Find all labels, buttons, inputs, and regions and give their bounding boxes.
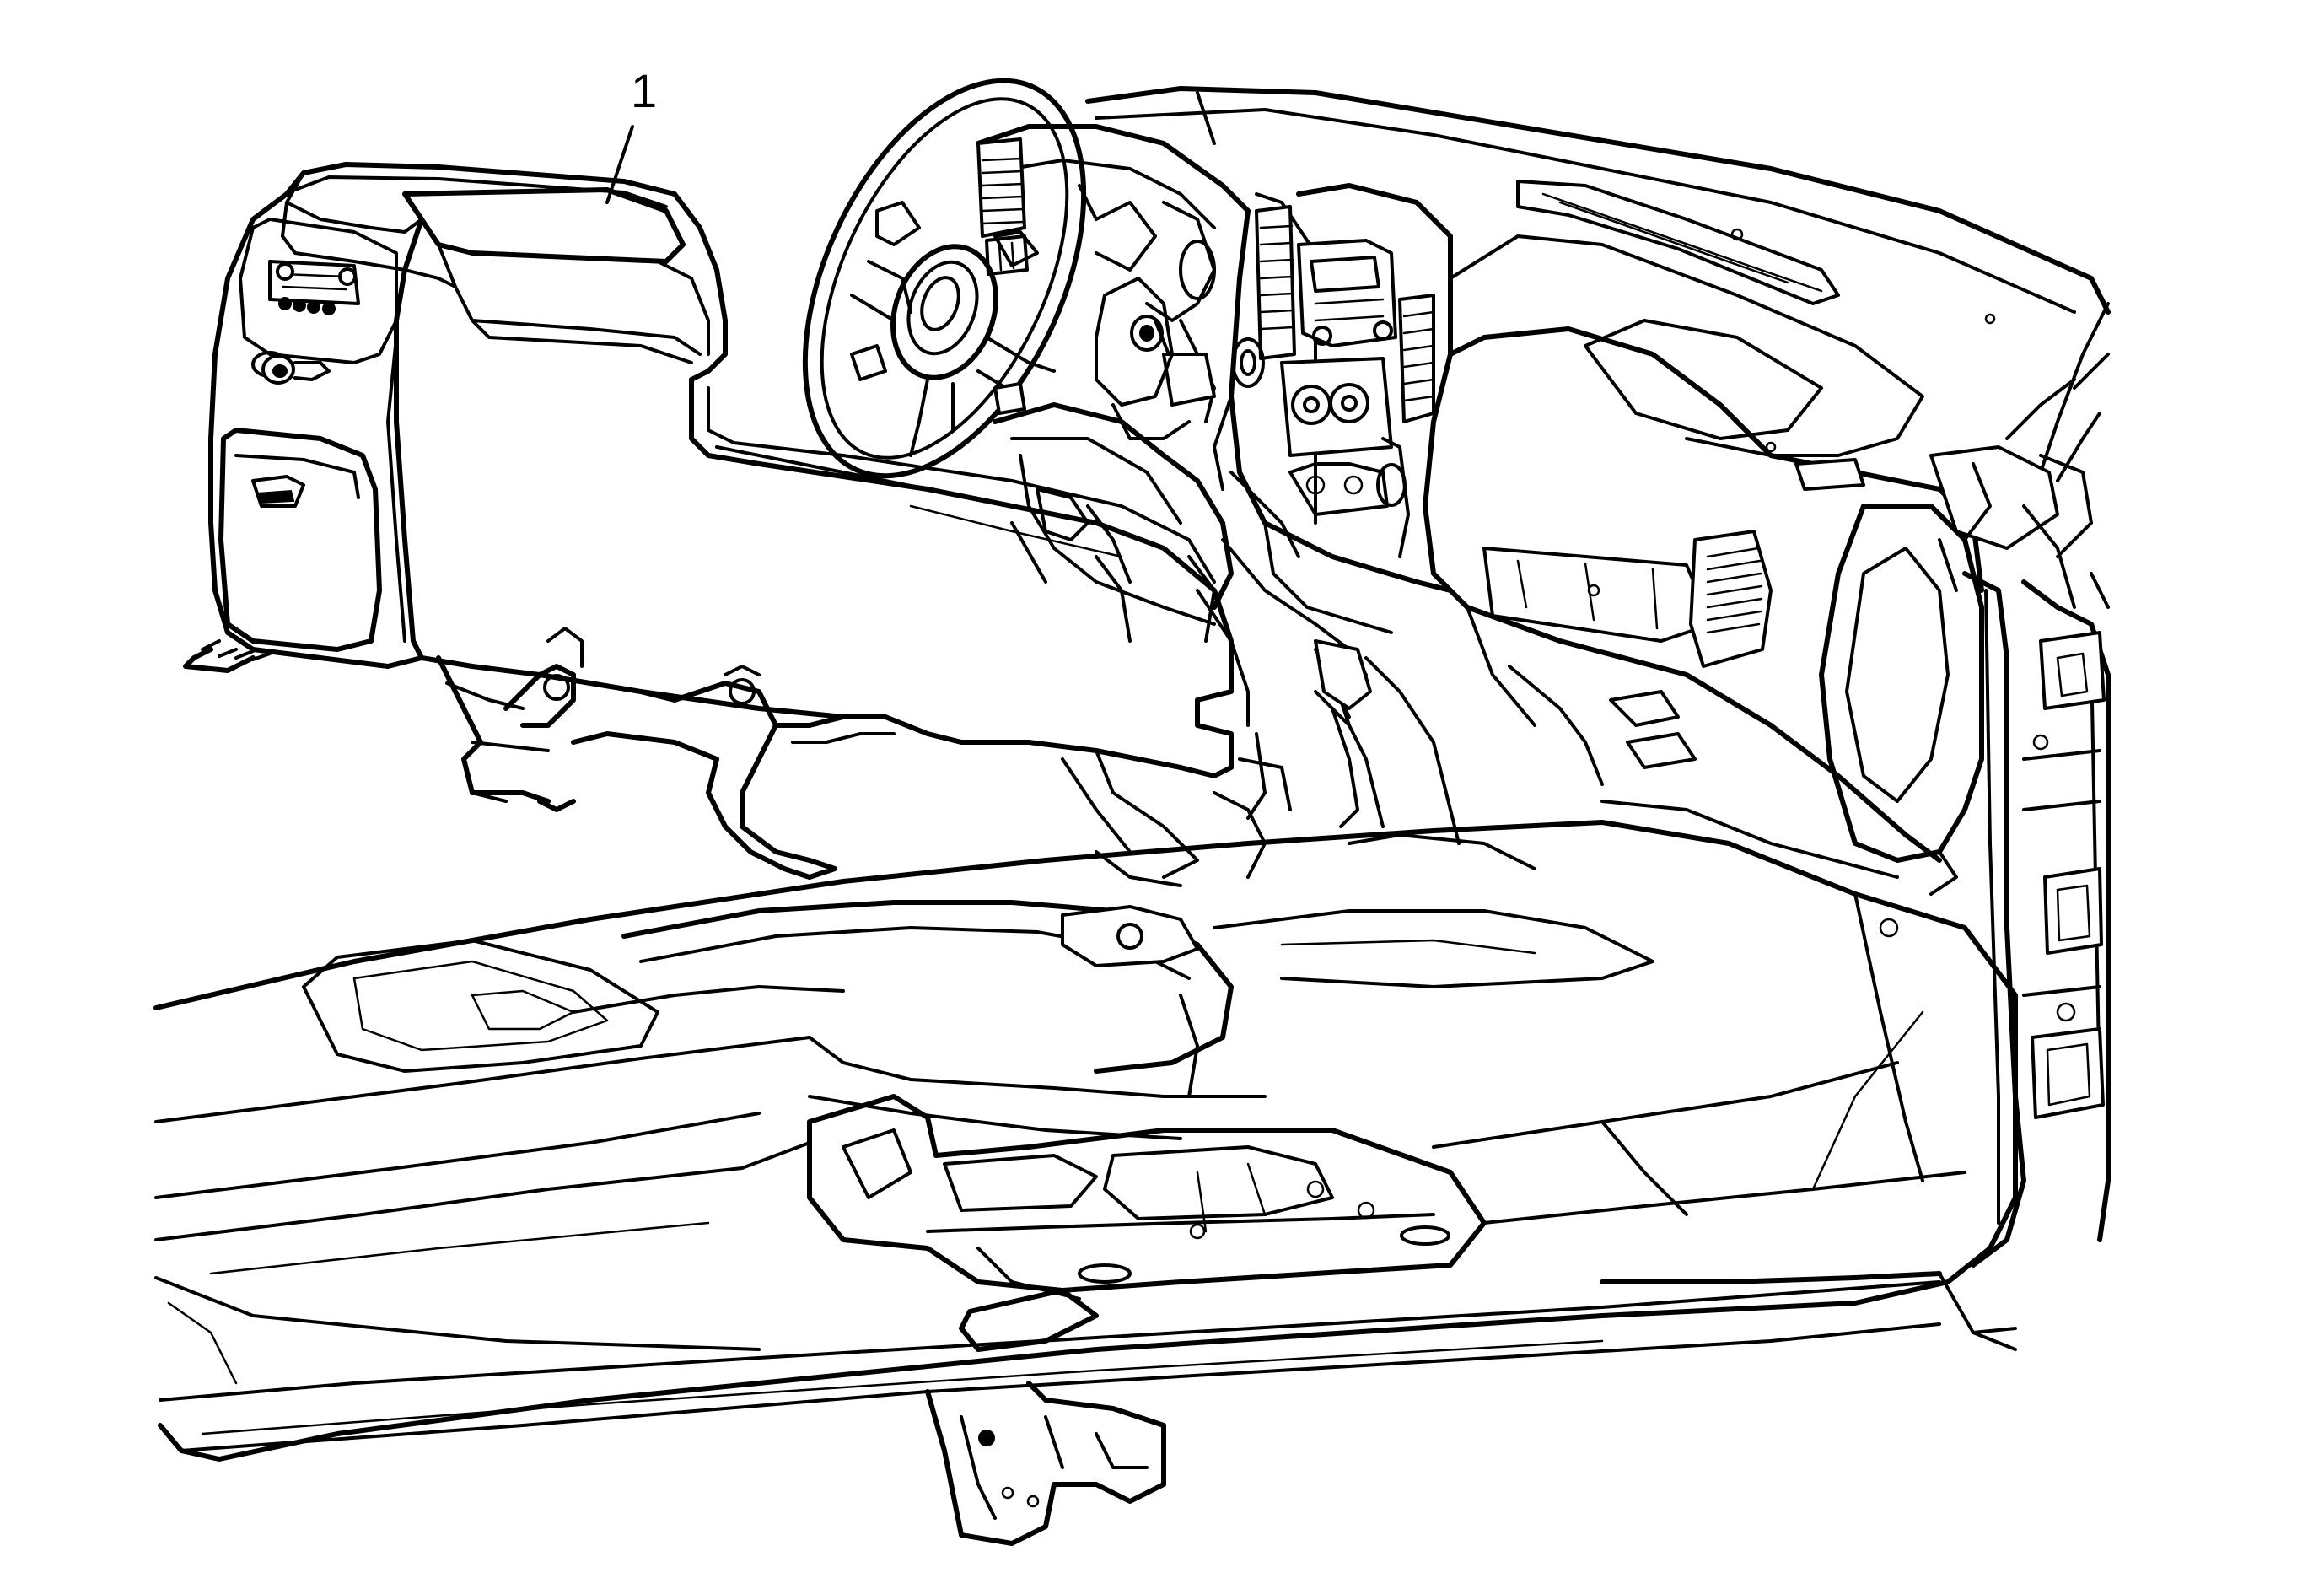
steering-wheel — [802, 78, 1087, 479]
floor-support-bracket — [925, 1381, 1166, 1546]
instrument-panel — [976, 86, 2111, 896]
callout-number-1: 1 — [631, 64, 658, 117]
right-hinge-pillar — [1962, 302, 2111, 1268]
floor-pan — [153, 820, 2018, 1462]
floor-console — [183, 162, 1234, 880]
callout-leader-1 — [605, 125, 634, 204]
